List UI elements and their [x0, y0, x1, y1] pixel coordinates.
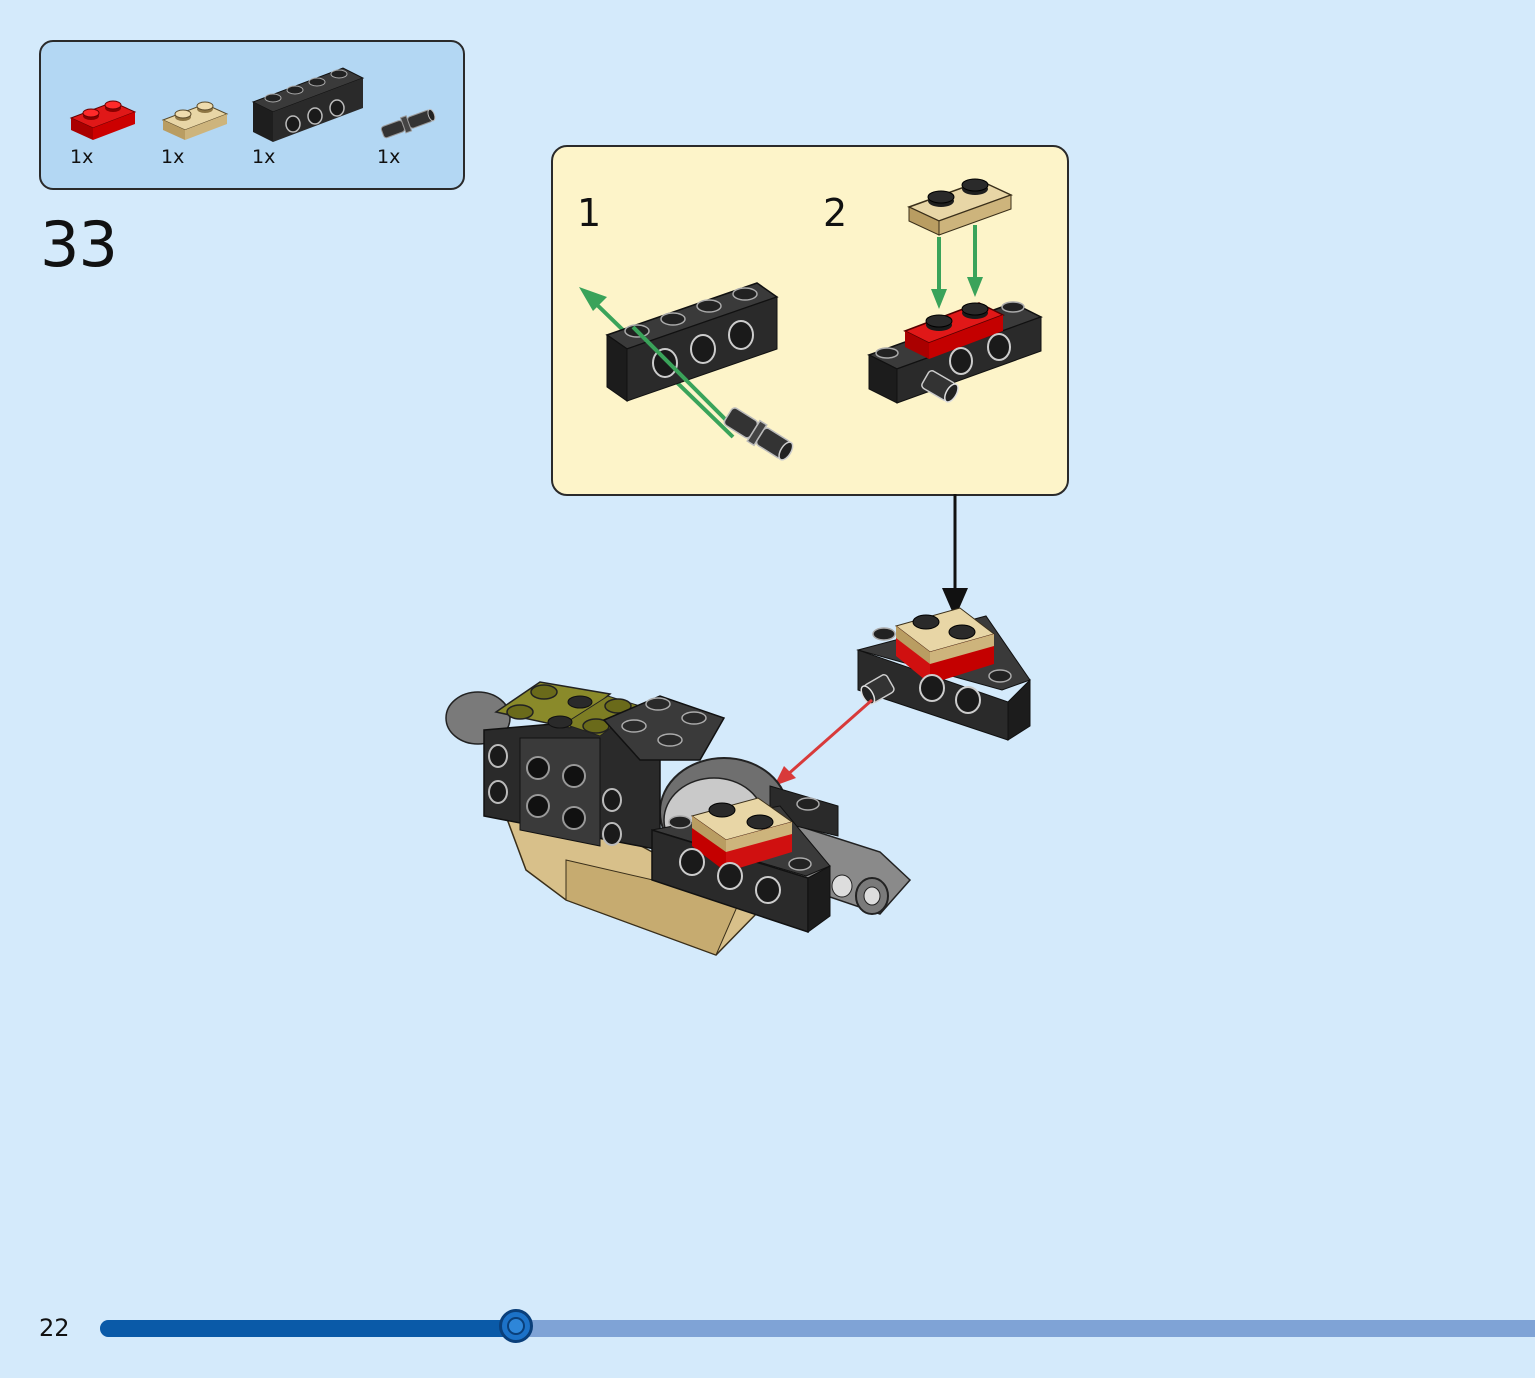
red-plate-icon: [69, 100, 137, 140]
progress-bar: [100, 1309, 1535, 1343]
main-model: [445, 681, 912, 956]
progress-fill: [100, 1320, 516, 1337]
page-number: 22: [39, 1314, 70, 1342]
parts-list-box: 1x 1x 1x 1x: [39, 40, 465, 190]
part-quantity: 1x: [161, 146, 185, 168]
sub-step-1-illustration: [579, 282, 794, 461]
technic-pin-icon: [380, 108, 436, 139]
sub-step-number: 1: [577, 191, 602, 235]
progress-knob: [499, 1309, 533, 1343]
part-quantity: 1x: [252, 146, 276, 168]
step-number: 33: [40, 208, 118, 281]
tan-plate-icon: [161, 101, 229, 140]
sub-assembly-box: 1 2: [551, 145, 1069, 496]
part-quantity: 1x: [377, 146, 401, 168]
main-assembly-illustration: [445, 494, 1031, 956]
part-quantity: 1x: [70, 146, 94, 168]
sub-assembly-part: [856, 607, 1031, 741]
sub-step-number: 2: [823, 191, 848, 235]
sub-step-2-illustration: [867, 178, 1043, 404]
technic-brick-icon: [251, 67, 365, 142]
